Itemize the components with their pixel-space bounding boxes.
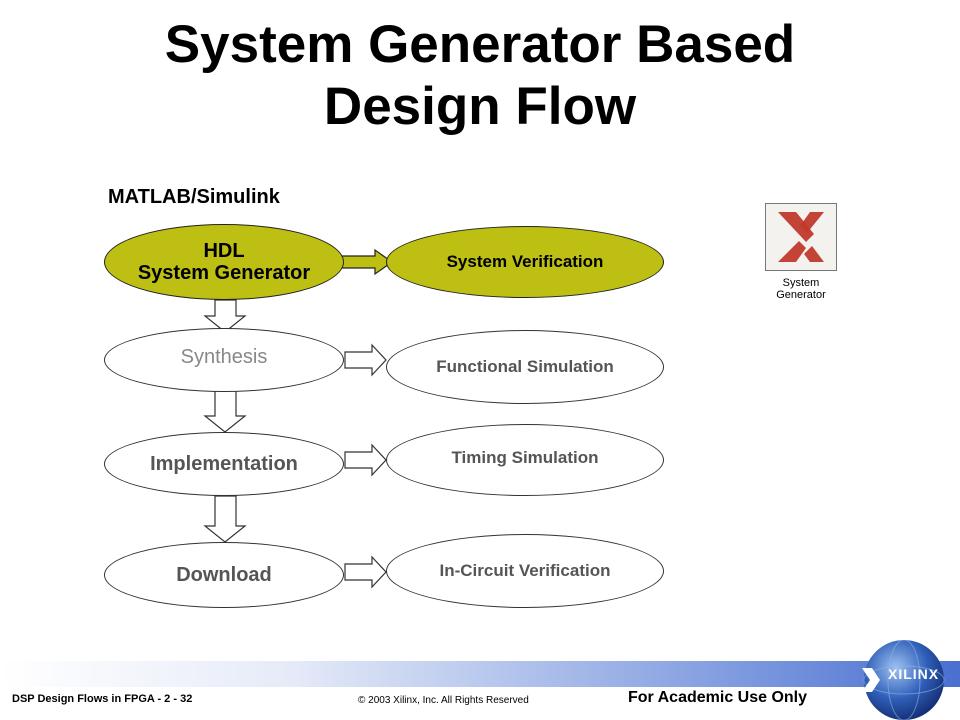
verify-in-circuit: In-Circuit Verification xyxy=(386,534,664,608)
system-generator-caption: System Generator xyxy=(765,277,837,301)
arrow-hdl-to-synthesis xyxy=(203,299,247,333)
arrow-synthesis-to-implementation xyxy=(203,389,247,433)
verify-system: System Verification xyxy=(386,226,664,298)
title-line-1: System Generator Based xyxy=(164,15,796,74)
xilinx-brand: XILINX xyxy=(888,666,940,682)
arrow-download-to-in-circuit xyxy=(344,555,387,589)
stage-hdl-system-generator: HDL System Generator xyxy=(104,224,344,300)
stage-synthesis-label: Synthesis xyxy=(180,345,268,368)
caption-line-1: System xyxy=(782,277,820,289)
arrow-synthesis-to-functional xyxy=(344,343,387,377)
environment-label: MATLAB/Simulink xyxy=(108,186,280,208)
arrow-implementation-to-download xyxy=(203,495,247,543)
slide-title: System Generator Based Design Flow xyxy=(0,14,960,138)
arrow-implementation-to-timing xyxy=(344,443,387,477)
xilinx-globe-icon xyxy=(862,640,945,720)
stage-hdl-line-1: HDL xyxy=(203,240,245,262)
footer-copyright: © 2003 Xilinx, Inc. All Rights Reserved xyxy=(358,695,529,706)
stage-download: Download xyxy=(104,542,344,608)
stage-synthesis: Synthesis xyxy=(104,328,344,392)
system-generator-icon xyxy=(765,203,837,271)
verify-functional-label: Functional Simulation xyxy=(436,357,614,376)
verify-functional: Functional Simulation xyxy=(386,330,664,404)
footer-usage: For Academic Use Only xyxy=(628,689,808,706)
footer-band xyxy=(0,661,960,687)
verify-timing: Timing Simulation xyxy=(386,424,664,496)
stage-implementation-label: Implementation xyxy=(150,452,298,475)
stage-implementation: Implementation xyxy=(104,432,344,496)
title-line-2: Design Flow xyxy=(323,77,637,136)
caption-line-2: Generator xyxy=(776,289,826,301)
system-generator-block: System Generator xyxy=(765,203,837,307)
verify-timing-label: Timing Simulation xyxy=(451,448,599,467)
stage-download-label: Download xyxy=(176,563,272,586)
footer-course: DSP Design Flows in FPGA - 2 - 32 xyxy=(12,693,193,705)
verify-system-label: System Verification xyxy=(446,252,604,271)
arrow-hdl-to-system-verification xyxy=(339,248,394,276)
stage-hdl-line-2: System Generator xyxy=(137,262,311,284)
verify-in-circuit-label: In-Circuit Verification xyxy=(439,561,611,580)
